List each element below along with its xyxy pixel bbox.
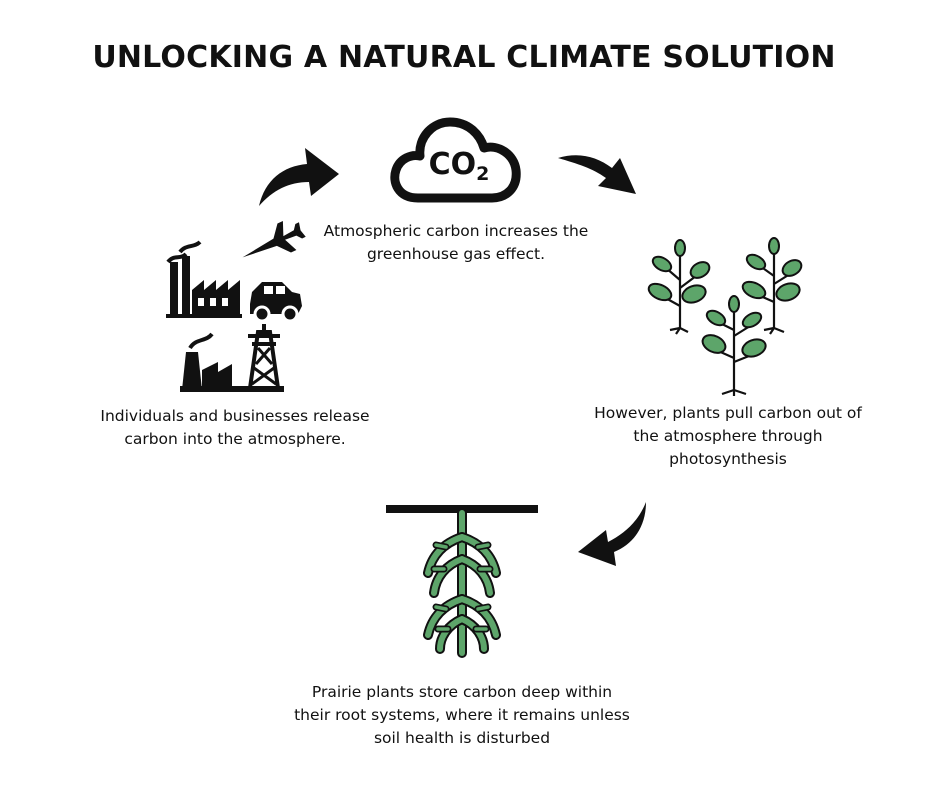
caption-line: photosynthesis	[669, 450, 787, 468]
caption-line: Atmospheric carbon increases the	[323, 222, 589, 240]
caption-roots: Prairie plants store carbon deep within …	[272, 681, 652, 750]
co2-subscript: 2	[476, 163, 490, 185]
emissions-icon	[166, 220, 306, 392]
caption-line: Individuals and businesses release	[100, 407, 370, 425]
co2-cloud-icon	[390, 117, 521, 203]
caption-line: However, plants pull carbon out of	[594, 404, 862, 422]
power-plant-icon	[180, 332, 284, 392]
root-branches	[423, 508, 501, 658]
arrow-emissions-to-cloud	[259, 148, 339, 206]
co2-label: CO2	[414, 148, 504, 191]
arrow-plants-to-roots	[578, 502, 646, 566]
plant-middle-icon	[701, 295, 767, 396]
factory-icon	[166, 240, 242, 318]
plant-left-icon	[647, 239, 711, 335]
airplane-icon	[242, 220, 306, 258]
page-title: UNLOCKING A NATURAL CLIMATE SOLUTION	[92, 40, 836, 75]
caption-line: carbon into the atmosphere.	[124, 430, 346, 448]
caption-line: their root systems, where it remains unl…	[294, 706, 630, 724]
roots-icon	[386, 505, 538, 658]
caption-line: Prairie plants store carbon deep within	[311, 683, 613, 701]
caption-plants: However, plants pull carbon out of the a…	[578, 402, 878, 471]
plants-icon	[647, 237, 803, 396]
co2-text: CO	[428, 147, 477, 182]
caption-line: greenhouse gas effect.	[366, 245, 546, 263]
plant-right-icon	[741, 237, 803, 335]
arrow-cloud-to-plants	[558, 155, 636, 194]
caption-atmosphere: Atmospheric carbon increases the greenho…	[296, 220, 616, 266]
caption-line: soil health is disturbed	[373, 729, 551, 747]
car-icon	[250, 282, 302, 323]
caption-emissions: Individuals and businesses release carbo…	[80, 405, 390, 451]
power-tower-icon	[247, 324, 281, 390]
caption-line: the atmosphere through	[633, 427, 823, 445]
